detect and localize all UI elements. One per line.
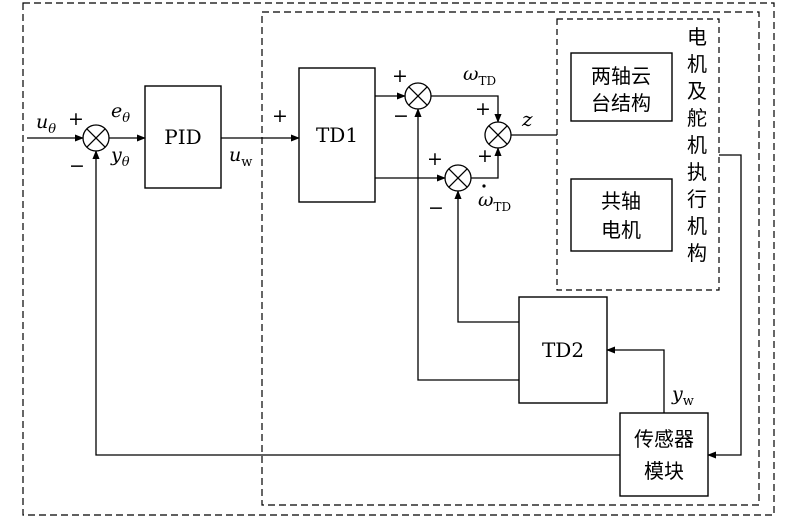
gimbal-label-line1: 两轴云 bbox=[591, 64, 651, 88]
sensor-label-line1: 传感器 bbox=[634, 427, 694, 451]
sensor-label-line2: 模块 bbox=[644, 459, 684, 483]
sign-plus-j1: + bbox=[68, 108, 84, 130]
actuator-vertical-label: 电 机 及 舵 机 执 行 机 构 bbox=[687, 25, 707, 265]
u-theta-label: uθ bbox=[36, 111, 56, 137]
actuator-to-sensor bbox=[707, 154, 742, 459]
sensor-block bbox=[619, 412, 709, 497]
sign-minus-j4: − bbox=[428, 197, 444, 219]
inner-dashed-frame bbox=[261, 11, 760, 506]
sign-minus-j2: − bbox=[393, 105, 409, 127]
sign-plus-j4: + bbox=[427, 148, 443, 170]
coaxial-label-line2: 电机 bbox=[601, 218, 641, 242]
omega-td-label: ωTD bbox=[463, 63, 496, 88]
actuator-char: 行 bbox=[687, 187, 707, 211]
gimbal-label-line2: 台结构 bbox=[591, 91, 651, 115]
junction4-to-junction3 bbox=[471, 147, 502, 179]
sign-plus-j3-bottom: + bbox=[477, 145, 493, 167]
sensor-to-td2 bbox=[606, 346, 665, 413]
gimbal-block bbox=[570, 52, 673, 122]
summing-junction-1 bbox=[82, 124, 110, 152]
td1-label: TD1 bbox=[316, 123, 358, 147]
actuator-char: 舵 bbox=[687, 106, 707, 130]
y-w-label: yw bbox=[671, 383, 694, 409]
td2-to-junction4 bbox=[454, 190, 519, 323]
actuator-char: 机 bbox=[687, 214, 707, 238]
junction2-to-junction3 bbox=[431, 95, 502, 123]
summing-junction-4 bbox=[444, 164, 472, 192]
omega-dot-td-label: ωTD bbox=[478, 189, 511, 214]
actuator-char: 执 bbox=[687, 160, 707, 184]
pid-label: PID bbox=[164, 125, 201, 149]
feedback-to-junction1 bbox=[92, 150, 620, 456]
e-theta-label: eθ bbox=[111, 100, 130, 126]
actuator-char: 构 bbox=[687, 241, 707, 265]
td2-label: TD2 bbox=[542, 338, 584, 362]
sign-minus-j1: − bbox=[69, 155, 85, 177]
actuator-char: 电 bbox=[687, 25, 707, 49]
actuator-char: 机 bbox=[687, 133, 707, 157]
signal-lines bbox=[27, 92, 742, 459]
sign-plus-j2: + bbox=[392, 65, 408, 87]
sign-plus-j3-top: + bbox=[475, 98, 491, 120]
actuator-char: 及 bbox=[687, 79, 707, 103]
outer-dashed-frame bbox=[22, 2, 775, 516]
coaxial-label-line1: 共轴 bbox=[601, 189, 641, 213]
td2-to-junction2 bbox=[414, 108, 519, 381]
sign-plus-td1: + bbox=[272, 105, 288, 127]
y-theta-label: yθ bbox=[110, 144, 130, 170]
coaxial-motor-block bbox=[570, 178, 673, 252]
u-w-label: uw bbox=[229, 144, 252, 170]
actuator-dashed-frame bbox=[556, 18, 720, 291]
omega-dot-mark bbox=[482, 184, 486, 188]
z-label: z bbox=[521, 107, 533, 131]
actuator-char: 机 bbox=[687, 52, 707, 76]
